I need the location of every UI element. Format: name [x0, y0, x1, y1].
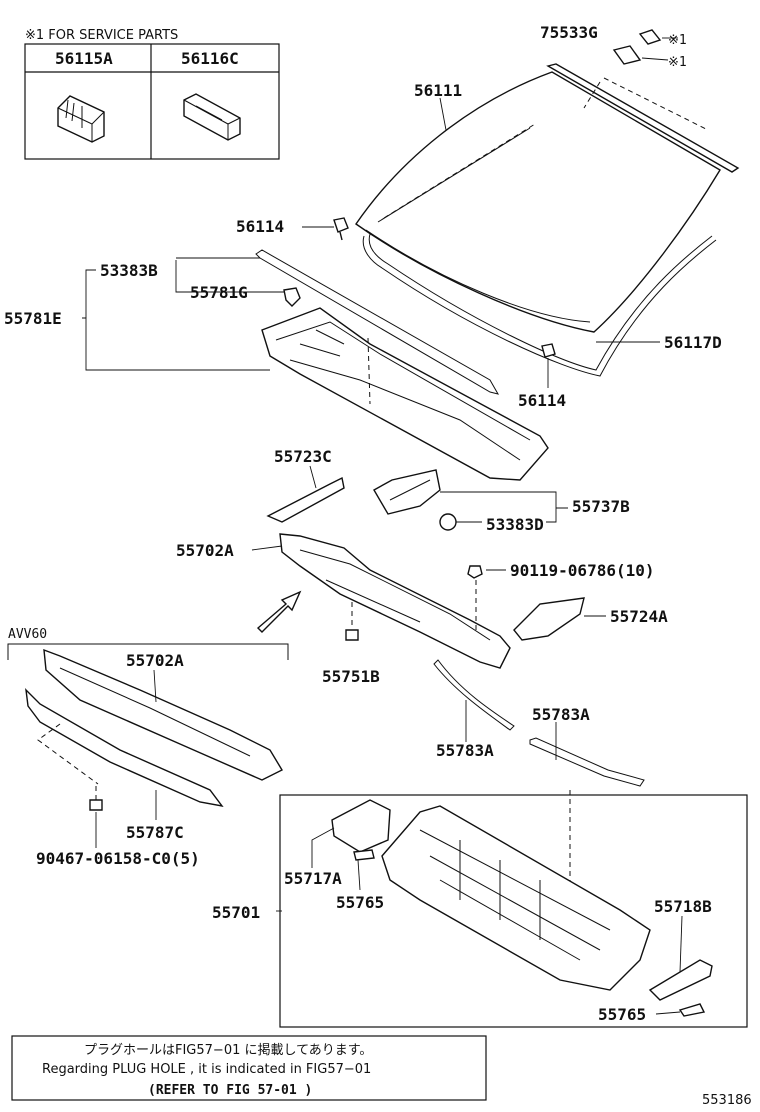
- callout-90119: 90119-06786(10): [510, 561, 655, 580]
- clip-55751b: [345, 602, 359, 641]
- callout-labels: 75533G ※1 ※1 56111 56114 53383B 55781G 5…: [4, 23, 722, 1024]
- figure-id: 553186: [702, 1093, 752, 1108]
- bolt-90119: [467, 565, 483, 630]
- callout-55751b: 55751B: [322, 667, 380, 686]
- direction-arrow: [256, 590, 302, 633]
- bracket-55737b: [373, 469, 441, 515]
- callout-55765-bottom: 55765: [598, 1005, 646, 1024]
- callout-55737b: 55737B: [572, 497, 630, 516]
- callout-75533g: 75533G: [540, 23, 598, 42]
- avv60-variant-group: AVV60: [7, 627, 289, 811]
- callout-55781g: 55781G: [190, 283, 248, 302]
- ref-mark-2: ※1: [668, 55, 687, 70]
- variant-label: AVV60: [8, 627, 47, 642]
- callout-55783a-right: 55783A: [532, 705, 590, 724]
- dash-panel-55702a: [279, 533, 511, 669]
- callout-55765-top: 55765: [336, 893, 384, 912]
- service-part-56116c-label: 56116C: [181, 49, 239, 68]
- clip-55781g: [283, 287, 301, 307]
- cowl-panel-55701-box: [279, 790, 748, 1028]
- service-parts-note: ※1 FOR SERVICE PARTS: [25, 28, 178, 43]
- note-line-reference: (REFER TO FIG 57-01 ): [148, 1083, 312, 1098]
- service-part-icons: [612, 29, 678, 65]
- windshield-glass: [355, 71, 721, 333]
- callout-56117d: 56117D: [664, 333, 722, 352]
- callout-55787c: 55787C: [126, 823, 184, 842]
- seal-55783a-left: [433, 659, 515, 731]
- callout-55781e: 55781E: [4, 309, 62, 328]
- callout-56114-top: 56114: [236, 217, 284, 236]
- fastener-56114-bottom: [541, 343, 556, 358]
- callout-55702a-avv60: 55702A: [126, 651, 184, 670]
- leader-lines: [82, 97, 683, 1015]
- clip-56115a-illustration: [57, 95, 105, 143]
- cowl-top-ventilator-louver: [261, 307, 549, 481]
- callout-56111: 56111: [414, 81, 462, 100]
- callout-55701: 55701: [212, 903, 260, 922]
- callout-55724a: 55724A: [610, 607, 668, 626]
- callout-53383d: 53383D: [486, 515, 544, 534]
- callout-55723c: 55723C: [274, 447, 332, 466]
- bracket-55724a: [513, 597, 585, 641]
- note-line-japanese: プラグホールはFIG57−01 に掲載してあります。: [84, 1042, 372, 1058]
- ref-mark-1: ※1: [668, 33, 687, 48]
- callout-90467: 90467-06158-C0(5): [36, 849, 200, 868]
- moulding-75533g: [546, 63, 740, 173]
- clip-56116c-illustration: [183, 93, 241, 141]
- callout-55717a: 55717A: [284, 869, 342, 888]
- callout-55718b: 55718B: [654, 897, 712, 916]
- fastener-56114-top: [333, 217, 349, 241]
- note-line-english: Regarding PLUG HOLE , it is indicated in…: [42, 1062, 371, 1077]
- service-parts-box: ※1 FOR SERVICE PARTS 56115A 56116C: [24, 28, 280, 160]
- callout-56114-bottom: 56114: [518, 391, 566, 410]
- callout-53383b: 53383B: [100, 261, 158, 280]
- callout-55702a: 55702A: [176, 541, 234, 560]
- plug-hole-note: プラグホールはFIG57−01 に掲載してあります。 Regarding PLU…: [11, 1035, 487, 1101]
- service-part-56115a-label: 56115A: [55, 49, 113, 68]
- seal-55783a-right: [529, 737, 645, 787]
- plug-53383d: [439, 513, 457, 531]
- bracket-55723c: [266, 476, 345, 523]
- callout-55783a-left: 55783A: [436, 741, 494, 760]
